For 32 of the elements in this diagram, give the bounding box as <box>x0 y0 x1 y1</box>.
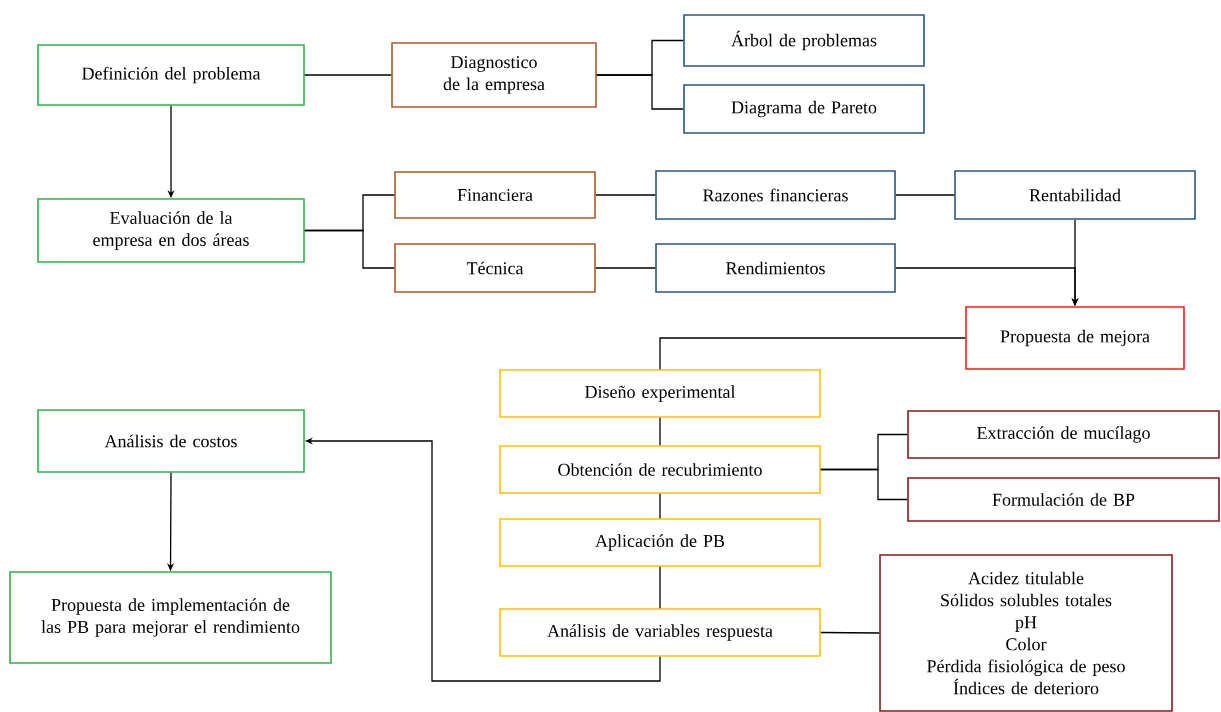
process-box: Propuesta de implementación de las PB para mejorar el rendimiento <box>9 571 332 664</box>
connector-line <box>595 194 656 196</box>
process-box: Propuesta de mejora <box>965 306 1185 370</box>
connector-line <box>895 194 955 196</box>
process-box: Financiera <box>394 171 596 219</box>
connector-line <box>659 417 661 446</box>
process-box: Extracción de mucílago <box>907 410 1220 459</box>
process-box: Obtención de recubrimiento <box>499 445 821 494</box>
connector-line <box>820 631 880 634</box>
process-box: Razones financieras <box>655 170 896 220</box>
process-box: Análisis de variables respuesta <box>499 608 821 657</box>
process-box: Aplicación de PB <box>499 518 821 567</box>
process-box: Árbol de problemas <box>683 14 925 67</box>
process-box: Diagnostico de la empresa <box>391 42 597 108</box>
process-box: Formulación de BP <box>907 477 1220 522</box>
process-box: Rendimientos <box>655 243 896 293</box>
connector-line <box>659 337 966 370</box>
process-box: Rentabilidad <box>954 170 1196 220</box>
connector-line <box>304 74 392 76</box>
process-box: Definición del problema <box>37 44 305 106</box>
process-box: Evaluación de la empresa en dos áreas <box>37 198 305 263</box>
connector-line <box>595 267 656 269</box>
process-box: Diagrama de Pareto <box>683 84 925 134</box>
connector-line <box>596 74 684 110</box>
process-box: Acidez titulable Sólidos solubles totales pH Color Pérdida fisiológica de peso Índices de deterioro <box>879 554 1173 712</box>
process-box: Técnica <box>394 243 596 293</box>
process-box: Diseño experimental <box>499 369 821 418</box>
process-box: Análisis de costos <box>37 409 305 473</box>
connector-line <box>820 468 908 501</box>
connector-line <box>659 493 661 519</box>
connector-line <box>304 229 395 269</box>
connector-line <box>659 566 661 609</box>
